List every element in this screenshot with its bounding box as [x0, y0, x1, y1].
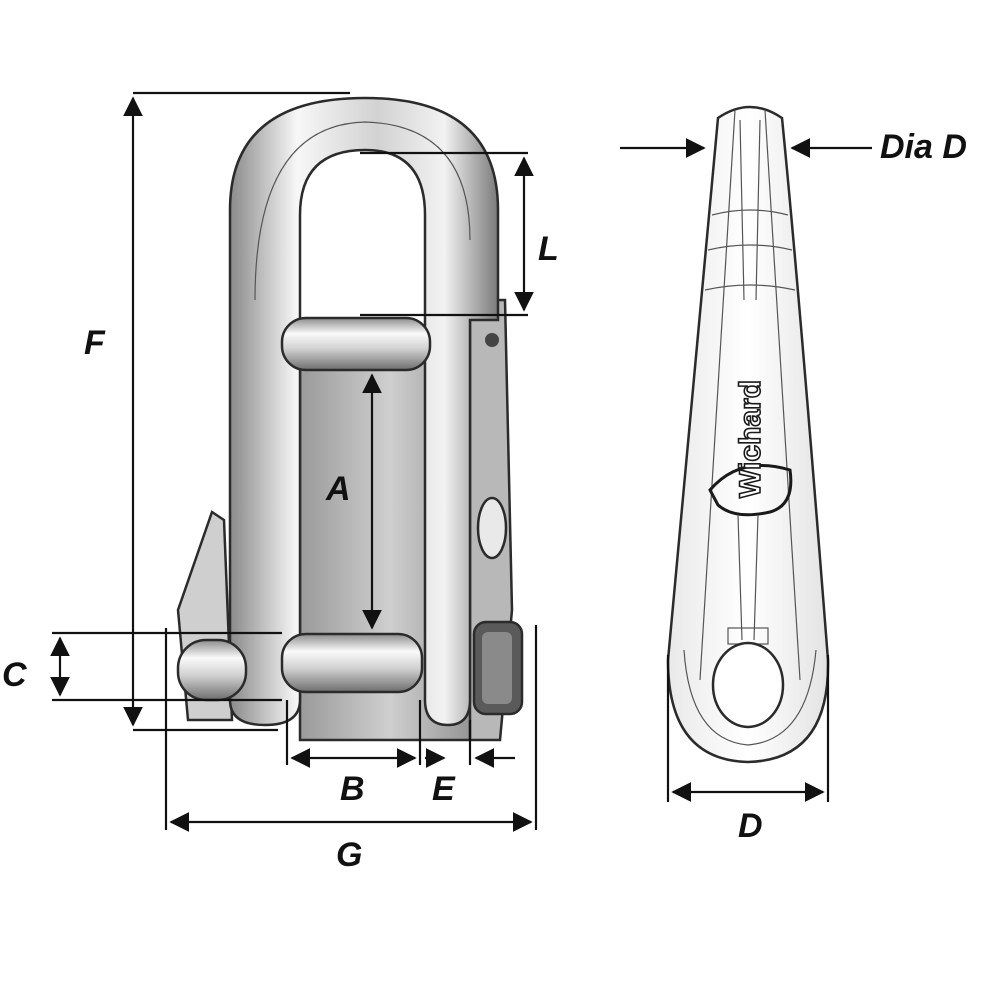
shackle-side-view: Wichard [666, 105, 830, 764]
label-l: L [538, 230, 559, 268]
label-c: C [2, 656, 27, 694]
shackle-body [228, 96, 500, 727]
label-b: B [340, 770, 365, 808]
label-dia-d: Dia D [880, 128, 967, 166]
brand-text: Wichard [734, 380, 767, 498]
bottom-pin [280, 632, 424, 694]
dimension-labels: F L A C B E G Dia D D [2, 128, 967, 874]
plate-hole [485, 333, 499, 347]
pin-head-left [176, 638, 248, 702]
label-a: A [325, 470, 351, 508]
side-pin-hole [711, 641, 785, 729]
dimension-lines [50, 91, 872, 832]
top-pin [280, 316, 432, 372]
brand-swoosh [708, 464, 793, 517]
shackle-front-view [176, 96, 524, 742]
label-d: D [738, 807, 763, 845]
side-body [666, 105, 830, 764]
label-g: G [336, 836, 362, 874]
label-f: F [84, 324, 106, 362]
label-e: E [432, 770, 456, 808]
hex-socket [476, 496, 508, 560]
